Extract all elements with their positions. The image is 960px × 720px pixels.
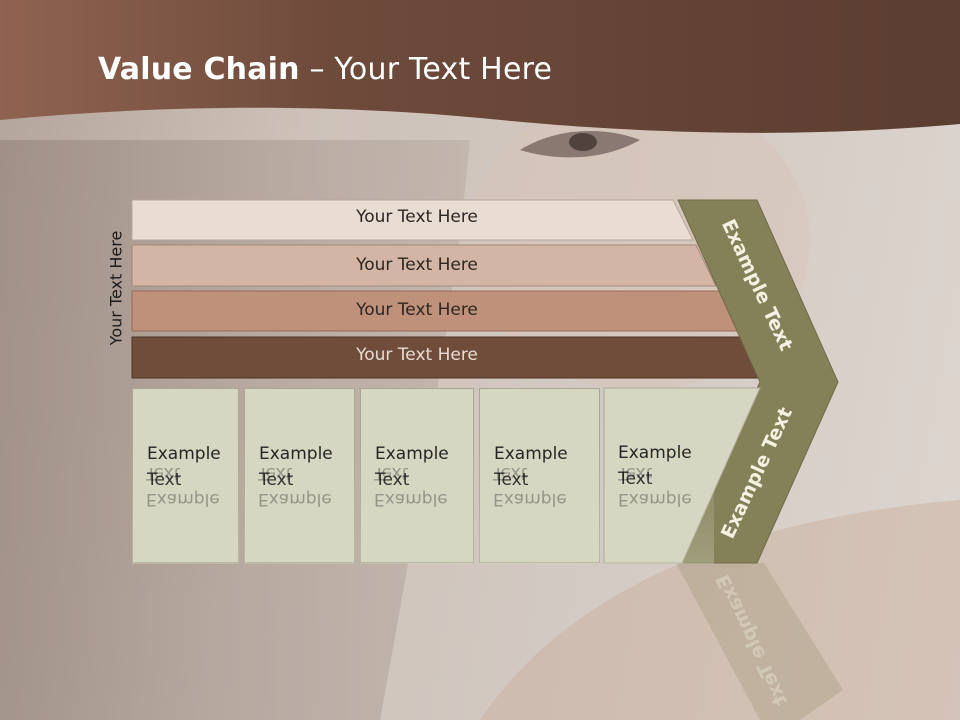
column-3: Example Text — [360, 388, 474, 563]
header-wave — [0, 0, 960, 133]
column-1-text: Example Text — [147, 444, 221, 490]
column-5-reflection-text: Example Text — [618, 463, 692, 509]
column-2-reflection-text: Example Text — [258, 463, 332, 509]
column-3-reflection: Example Text — [360, 439, 474, 564]
band-label-3: Your Text Here — [356, 300, 478, 320]
band-2-shape — [131, 244, 717, 287]
band-label-1: Your Text Here — [356, 207, 478, 227]
title-rest: – Your Text Here — [299, 52, 553, 87]
chevron-reflection — [676, 563, 843, 720]
band-label-2: Your Text Here — [356, 255, 478, 275]
column-1: Example Text — [132, 388, 239, 563]
column-3-text: Example Text — [375, 444, 449, 490]
band-1-shape — [131, 199, 694, 241]
eye-iris — [569, 133, 597, 151]
column-4: Example Text — [479, 388, 600, 563]
column-4-reflection-text: Example Text — [493, 463, 567, 509]
column-4-reflection: Example Text — [479, 439, 600, 564]
column-3-reflection-text: Example Text — [374, 463, 448, 509]
column-5-text: Example Text — [618, 443, 692, 489]
column-1-reflection-text: Example Text — [146, 463, 220, 509]
title-bold: Value Chain — [98, 52, 300, 87]
chevron-shape — [677, 199, 839, 564]
column-4-text: Example Text — [494, 444, 568, 490]
column-2: Example Text — [244, 388, 355, 563]
band-label-4: Your Text Here — [356, 345, 478, 365]
column-2-reflection: Example Text — [244, 439, 355, 564]
column-5-shape — [603, 387, 761, 564]
slide-title: Value Chain – Your Text Here — [98, 52, 552, 87]
column-1-reflection: Example Text — [132, 439, 239, 564]
column-5-reflection: Example Text — [604, 439, 714, 564]
column-2-text: Example Text — [259, 444, 333, 490]
arm-shape — [480, 500, 960, 720]
